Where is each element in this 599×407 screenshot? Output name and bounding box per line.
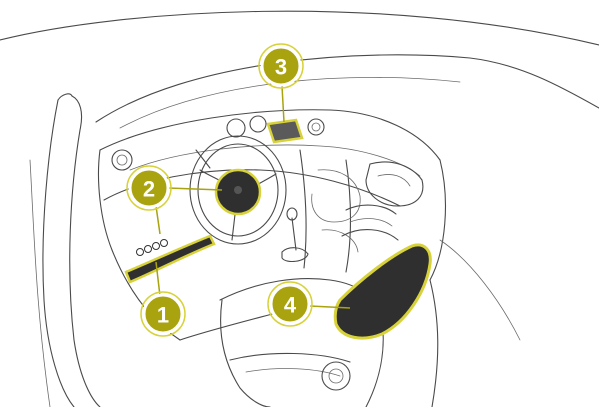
callout-3: 3 [259, 44, 303, 88]
callout-2-number: 2 [143, 177, 155, 202]
callout-3-number: 3 [275, 55, 287, 80]
callout-4: 4 [268, 282, 312, 326]
callout-4-number: 4 [284, 293, 297, 318]
callout-2: 2 [127, 166, 171, 210]
indicator-lamp-highlight [268, 120, 302, 142]
driver-airbag-highlight [216, 170, 260, 214]
callout-1-number: 1 [157, 303, 169, 328]
callout-1: 1 [141, 292, 185, 336]
